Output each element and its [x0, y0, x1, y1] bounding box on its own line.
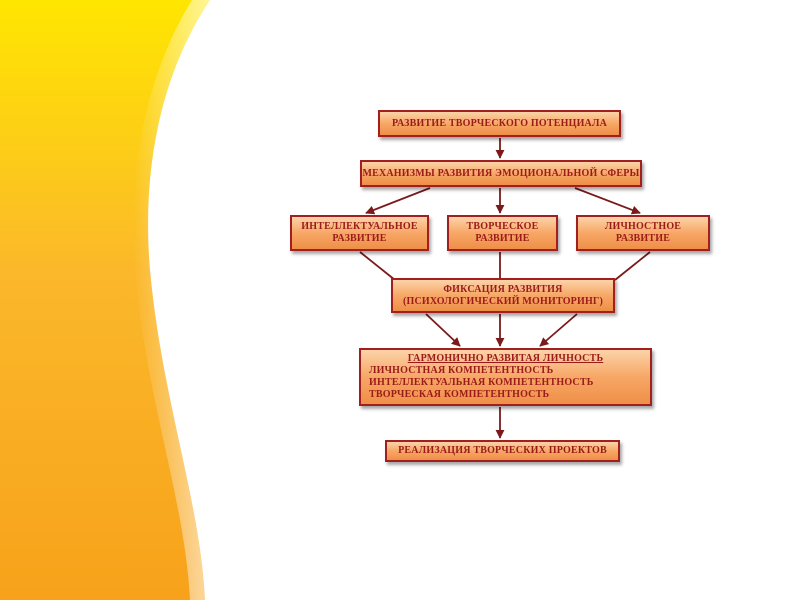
box-intellectual-development: Интеллектуальное развитие [290, 215, 429, 251]
box-fixation-line-1: Фиксация развития [443, 283, 563, 295]
box-creative-line-2: развитие [475, 233, 530, 244]
box-creative-potential: Развитие творческого потенциала [378, 110, 621, 137]
box-intellectual-line-2: развитие [332, 233, 387, 244]
box-emotional-mechanisms-label: Механизмы развития эмоциональной сферы [362, 167, 640, 179]
box-personal-line-1: Личностное [604, 221, 682, 232]
box-creative-development: Творческое развитие [447, 215, 558, 251]
arrow-mechanisms-to-intellectual [365, 187, 431, 215]
box-fixation-line-2: (психологический мониторинг) [402, 295, 604, 307]
arrow-fixation-to-harmonious-right [539, 313, 578, 347]
harmonious-title: Гармонично развитая личность [407, 353, 604, 364]
box-personal-development: Личностное развитие [576, 215, 710, 251]
harmonious-item-intellectual: Интеллектуальная компетентность [369, 377, 594, 388]
box-intellectual-line-1: Интеллектуальное [301, 221, 418, 232]
box-project-realization-label: Реализация творческих проектов [398, 445, 607, 456]
arrow-fixation-to-harmonious-left [425, 313, 461, 347]
box-creative-line-1: Творческое [466, 221, 539, 232]
box-emotional-mechanisms: Механизмы развития эмоциональной сферы [360, 160, 642, 187]
box-development-fixation: Фиксация развития (психологический монит… [391, 278, 615, 313]
arrow-mechanisms-to-personal [574, 187, 641, 215]
line-intellectual-to-fixation [359, 251, 396, 281]
line-personal-to-fixation [614, 251, 651, 281]
box-creative-potential-label: Развитие творческого потенциала [391, 117, 608, 129]
box-project-realization: Реализация творческих проектов [385, 440, 620, 462]
harmonious-item-creative: Творческая компетентность [369, 389, 550, 400]
box-harmonious-personality: Гармонично развитая личность Личностная … [359, 348, 652, 406]
box-personal-line-2: развитие [615, 233, 671, 244]
harmonious-item-personal: Личностная компетентность [369, 365, 554, 376]
